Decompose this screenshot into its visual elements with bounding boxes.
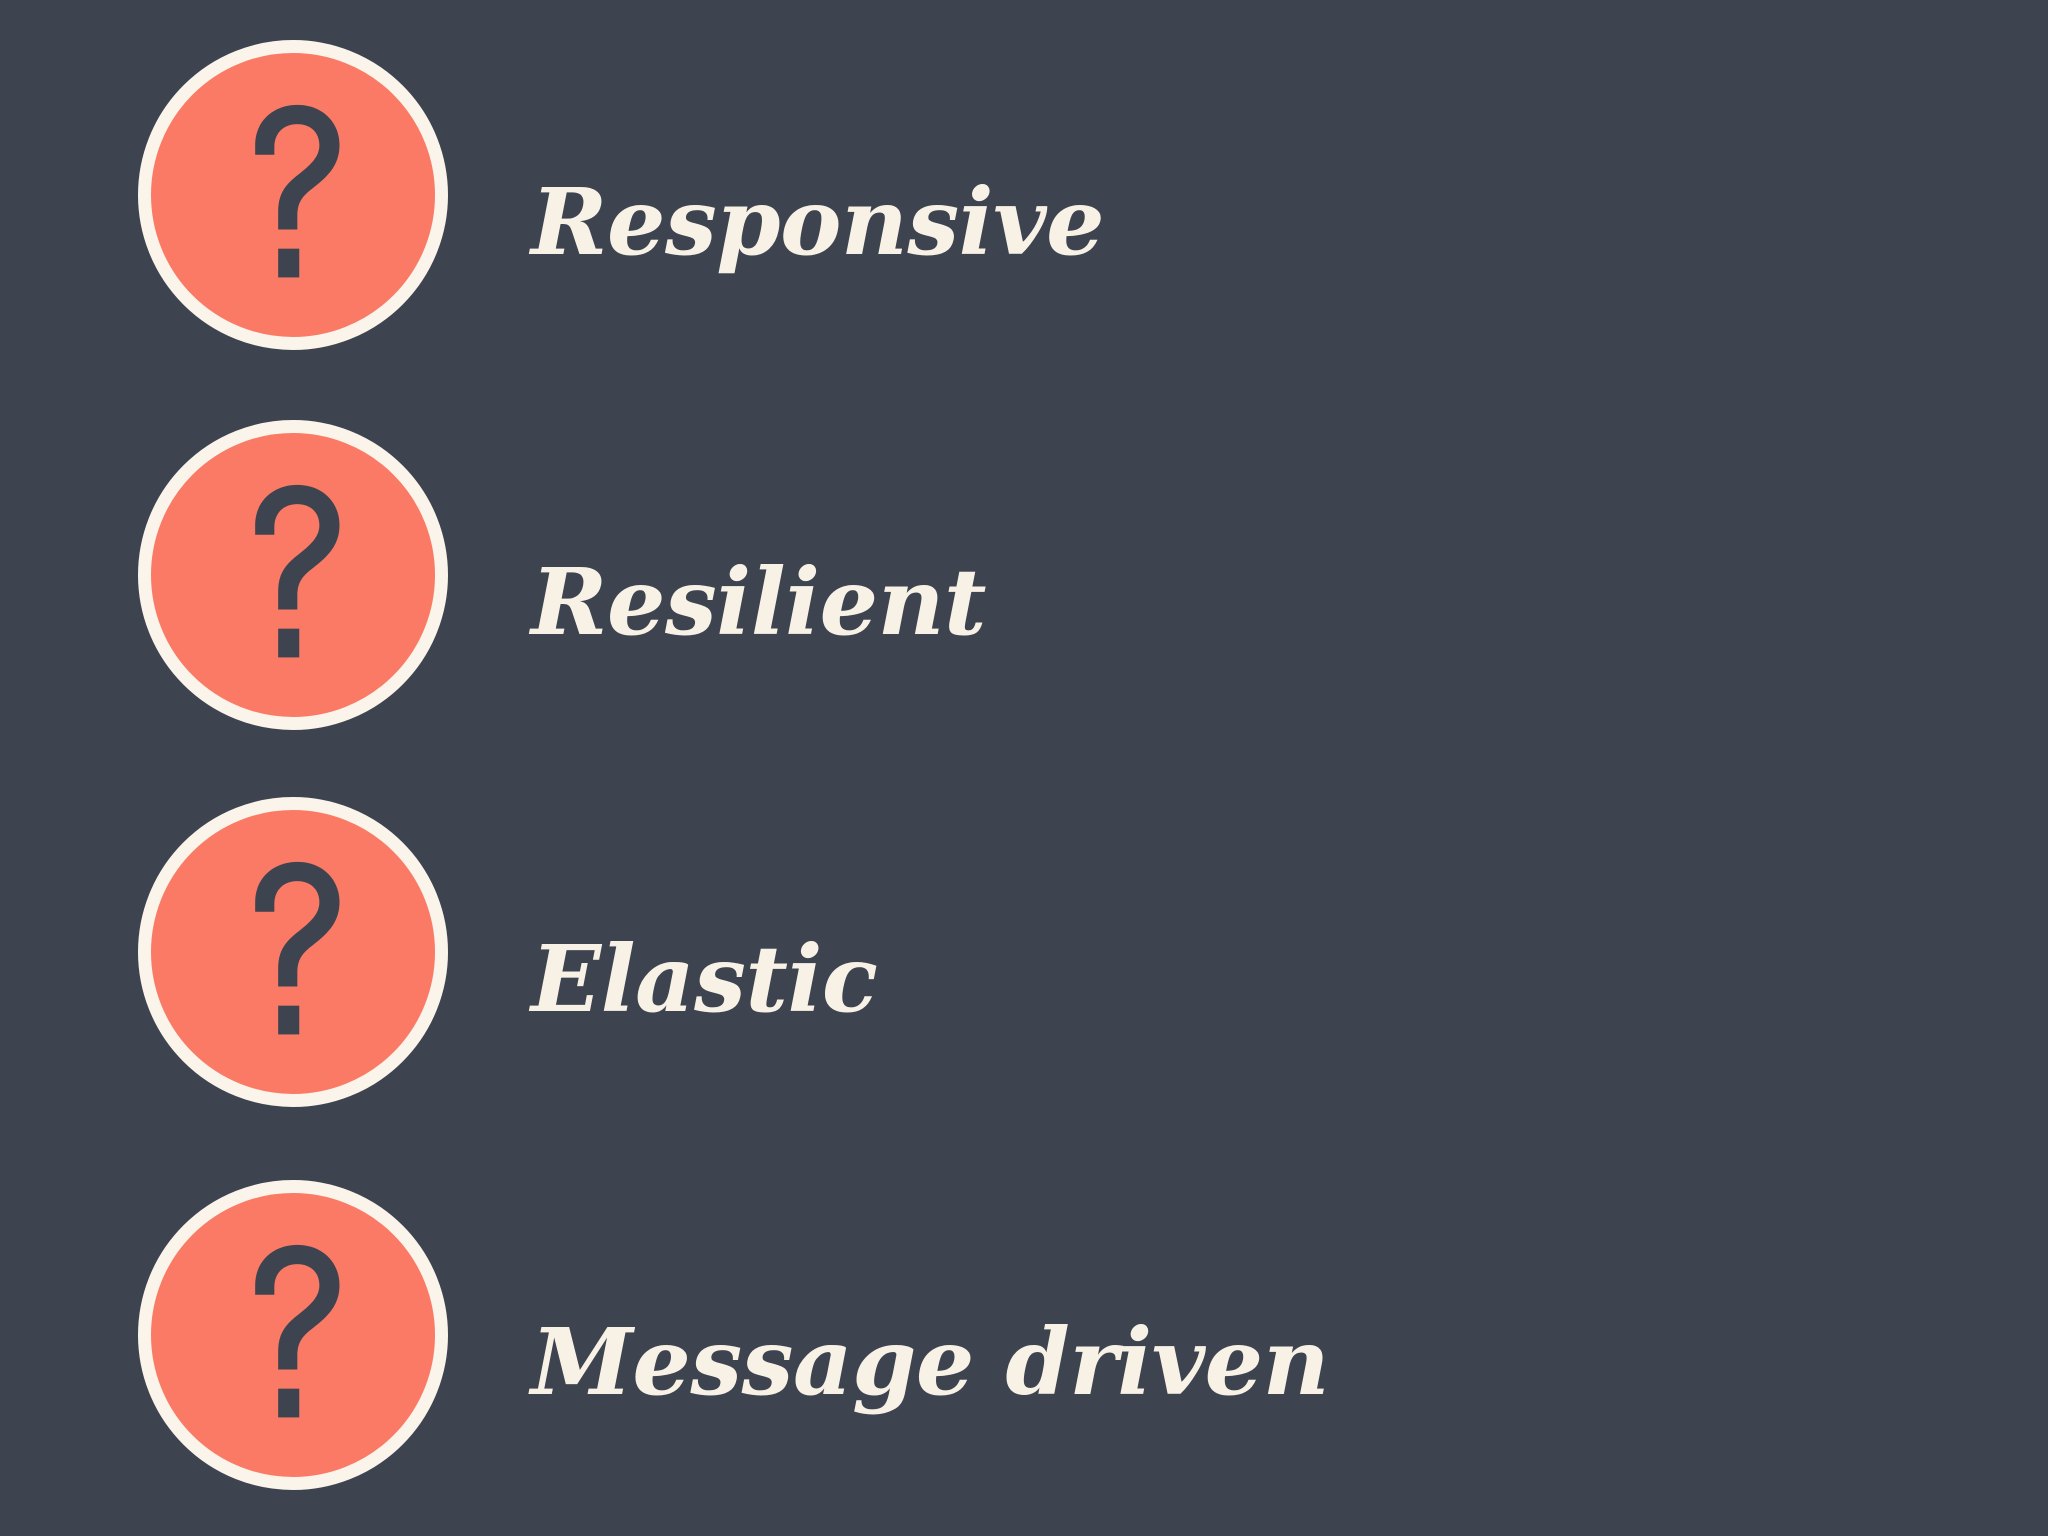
question-mark-icon [236, 856, 351, 1048]
list-item-label: Responsive [531, 168, 1105, 276]
question-mark-icon [236, 479, 351, 671]
list-item-label: Resilient [531, 548, 987, 656]
question-badge-message-driven[interactable] [138, 1180, 448, 1490]
list-item-label: Elastic [531, 925, 878, 1033]
question-badge-resilient[interactable] [138, 420, 448, 730]
question-badge-responsive[interactable] [138, 40, 448, 350]
question-mark-icon [236, 1239, 351, 1431]
list-item-label: Message driven [531, 1308, 1330, 1416]
question-mark-icon [236, 99, 351, 291]
question-badge-elastic[interactable] [138, 797, 448, 1107]
